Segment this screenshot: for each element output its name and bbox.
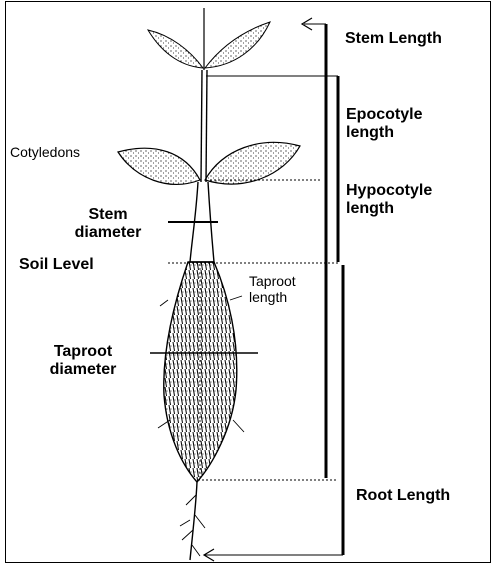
cotyledon-right: [205, 142, 300, 184]
top-leaf-right: [205, 22, 270, 68]
stem-diameter-label: Stem diameter: [56, 206, 160, 242]
epicotyl-length-label: Epocotyle length: [346, 106, 422, 142]
top-leaf-left: [148, 30, 203, 68]
hypocotyl-label-line1: Hypocotyle: [346, 182, 432, 200]
stem: [190, 70, 214, 262]
taproot-length-line2: length: [249, 290, 296, 306]
root-length-label: Root Length: [356, 487, 450, 505]
hypocotyl-label-line2: length: [346, 200, 432, 218]
stem-diameter-line1: Stem: [56, 206, 160, 224]
stem-diameter-line2: diameter: [56, 224, 160, 242]
taproot-diameter-label: Taproot diameter: [30, 343, 136, 379]
hypocotyl-length-label: Hypocotyle length: [346, 182, 432, 218]
taproot-length-label: Taproot length: [249, 274, 296, 305]
soil-level-label: Soil Level: [19, 256, 94, 274]
top-leaves: [148, 8, 270, 70]
epicotyl-label-line2: length: [346, 124, 422, 142]
taproot-length-line1: Taproot: [249, 274, 296, 290]
cotyledons: [118, 142, 300, 184]
stem-length-label: Stem Length: [345, 30, 442, 48]
cotyledons-label: Cotyledons: [10, 145, 80, 161]
taproot-diameter-line2: diameter: [30, 361, 136, 379]
taproot: [158, 262, 244, 560]
taproot-diameter-line1: Taproot: [30, 343, 136, 361]
epicotyl-label-line1: Epocotyle: [346, 106, 422, 124]
cotyledon-left: [118, 148, 200, 184]
